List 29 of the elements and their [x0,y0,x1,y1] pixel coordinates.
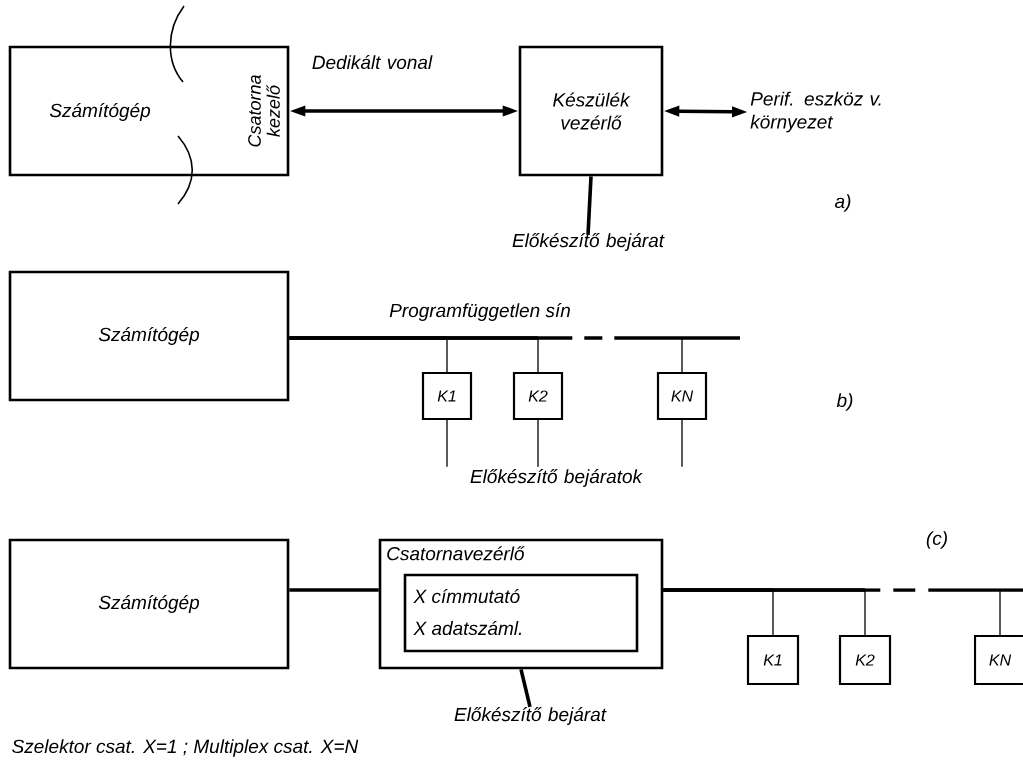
connector-line [681,419,683,468]
connector-line [289,336,740,373]
inner-box: X címmutató X adatszáml. [403,573,639,653]
small-box: KN [656,371,708,421]
small-box: KN [973,634,1023,686]
connector-line [519,668,532,708]
panel-letter: b) [836,393,853,411]
connector-line [446,419,448,468]
connector-line [586,176,593,235]
small-box: K1 [421,371,473,421]
connector-line [663,588,1023,636]
text-label: Előkészítő bejárat [454,707,607,725]
process-box: Számítógép Csatorna kezelő [8,45,290,177]
panel-letter: (c) [926,531,947,549]
text-label: Perif. eszköz v. környezet [750,91,881,133]
edge-label: Dedikált vonal [312,54,433,70]
bus-label: Programfüggetlen sín [389,303,570,321]
note-text: Szelektor csat. X=1 ; Multiplex csat. X=N [12,739,359,757]
small-box: K2 [512,371,564,421]
text-label: Előkészítő bejáratok [470,469,643,487]
process-box: Készülék vezérlő [518,45,664,177]
panel-letter: a) [835,194,851,212]
connector-line [537,419,539,468]
connector-line [289,588,379,592]
text-label: Előkészítő bejárat [512,233,665,251]
process-box: Számítógép [8,538,290,670]
small-box: K1 [746,634,800,686]
small-box: K2 [838,634,892,686]
process-box: Számítógép [8,270,290,402]
